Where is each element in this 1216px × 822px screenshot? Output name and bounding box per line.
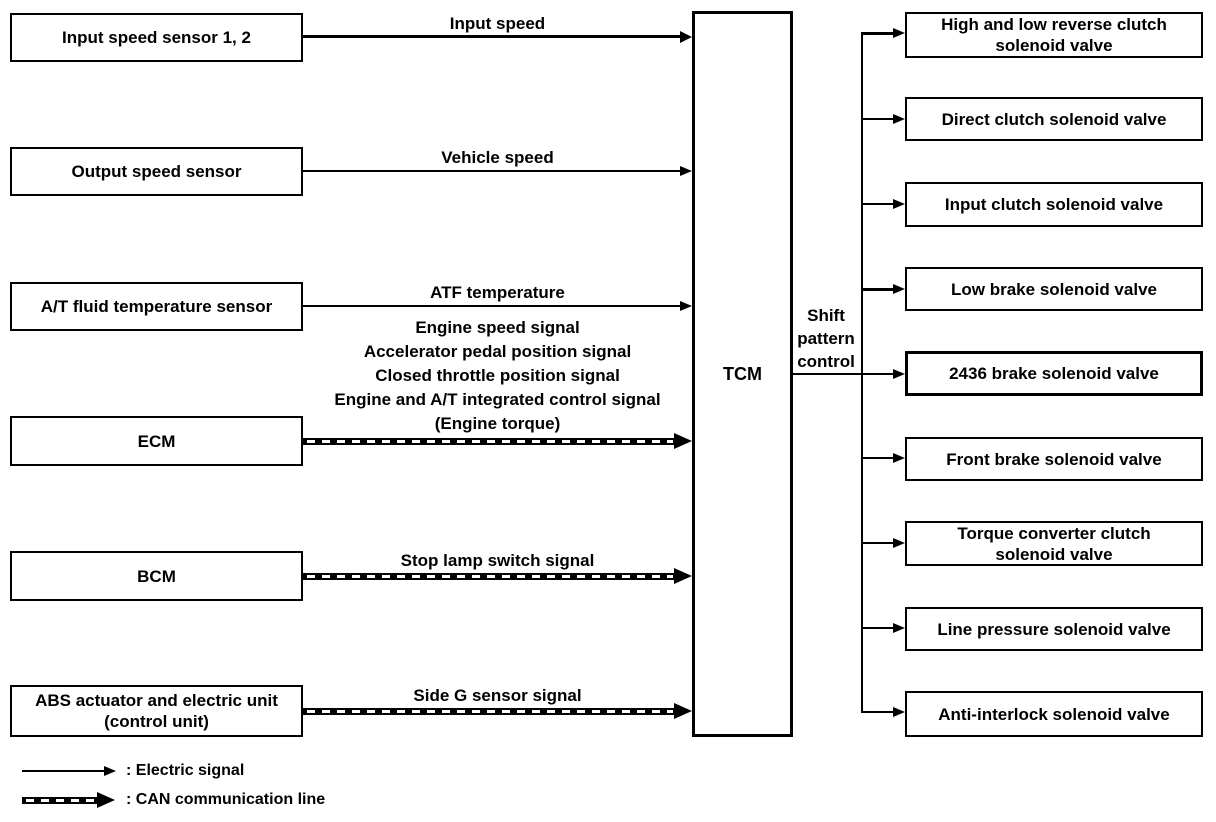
input-clutch-solenoid-box: Input clutch solenoid valve	[905, 182, 1203, 227]
tcm-label: TCM	[723, 363, 762, 384]
bcm-can-arrowhead-icon	[674, 568, 692, 584]
branch-line-4	[862, 288, 893, 291]
branch-arrowhead-3-icon	[893, 199, 905, 209]
ecm-signal-integrated-control: Engine and A/T integrated control signal	[334, 390, 661, 409]
legend-can-line	[22, 797, 97, 804]
shift-pattern-control-line2: pattern	[797, 329, 855, 348]
output-label: Front brake solenoid valve	[946, 449, 1162, 469]
bcm-label: BCM	[137, 566, 176, 586]
ecm-signal-engine-speed: Engine speed signal	[415, 318, 580, 337]
tcm-output-trunk-line	[793, 373, 863, 375]
bcm-box: BCM	[10, 551, 303, 601]
abs-can-arrowhead-icon	[674, 703, 692, 719]
output-speed-sensor-box: Output speed sensor	[10, 147, 303, 196]
side-g-sensor-signal-label: Side G sensor signal	[413, 686, 582, 705]
ecm-box: ECM	[10, 416, 303, 466]
input-speed-line	[303, 35, 681, 38]
branch-line-3	[862, 203, 893, 205]
output-label: Input clutch solenoid valve	[944, 195, 1164, 214]
branch-arrowhead-7-icon	[893, 538, 905, 548]
branch-line-2	[862, 118, 893, 120]
2436-brake-solenoid-box: 2436 brake solenoid valve	[905, 351, 1203, 396]
anti-interlock-solenoid-box: Anti-interlock solenoid valve	[905, 691, 1203, 737]
branch-line-9	[862, 711, 893, 713]
branch-arrowhead-8-icon	[893, 623, 905, 633]
output-label: Low brake solenoid valve	[951, 279, 1157, 299]
branch-arrowhead-9-icon	[893, 707, 905, 717]
output-label: Line pressure solenoid valve	[937, 619, 1171, 639]
ecm-signal-engine-torque: (Engine torque)	[434, 414, 561, 433]
branch-arrowhead-4-icon	[893, 284, 905, 294]
atf-temperature-line	[303, 305, 680, 307]
output-label: High and low reverse clutch	[941, 15, 1167, 34]
line-pressure-solenoid-box: Line pressure solenoid valve	[905, 607, 1203, 651]
output-label: Torque converter clutch	[957, 523, 1151, 543]
legend-electric-line	[22, 770, 104, 772]
vehicle-speed-line	[303, 170, 680, 172]
branch-arrowhead-2-icon	[893, 114, 905, 124]
abs-actuator-box: ABS actuator and electric unit (control …	[10, 685, 303, 737]
tcm-box: TCM	[692, 11, 793, 737]
input-speed-sensor-box: Input speed sensor 1, 2	[10, 13, 303, 62]
branch-line-6	[862, 457, 893, 459]
vehicle-speed-arrowhead-icon	[680, 166, 692, 176]
output-label: 2436 brake solenoid valve	[949, 364, 1159, 383]
at-fluid-temperature-sensor-label: A/T fluid temperature sensor	[40, 297, 273, 316]
torque-converter-clutch-solenoid-box: Torque converter clutch solenoid valve	[905, 521, 1203, 566]
branch-arrowhead-1-icon	[893, 28, 905, 38]
input-speed-arrowhead-icon	[680, 31, 692, 43]
ecm-can-arrowhead-icon	[674, 433, 692, 449]
legend-electric-label: : Electric signal	[126, 762, 245, 779]
output-speed-sensor-label: Output speed sensor	[71, 162, 242, 181]
output-label: solenoid valve	[995, 36, 1113, 55]
legend-can-arrowhead-icon	[97, 792, 115, 808]
ecm-can-line	[303, 438, 675, 445]
front-brake-solenoid-box: Front brake solenoid valve	[905, 437, 1203, 481]
ecm-signal-closed-throttle: Closed throttle position signal	[375, 366, 620, 385]
ecm-can-signal-list: Engine speed signal Accelerator pedal po…	[303, 316, 692, 436]
atf-temperature-signal-label: ATF temperature	[430, 283, 565, 302]
branch-line-5	[862, 373, 893, 375]
output-label: Anti-interlock solenoid valve	[938, 704, 1170, 724]
vehicle-speed-signal-label: Vehicle speed	[441, 148, 554, 167]
high-low-reverse-clutch-solenoid-box: High and low reverse clutch solenoid val…	[905, 12, 1203, 58]
low-brake-solenoid-box: Low brake solenoid valve	[905, 267, 1203, 311]
branch-arrowhead-5-icon	[893, 369, 905, 379]
legend-electric-arrowhead-icon	[104, 766, 116, 776]
shift-pattern-control-label: Shift pattern control	[791, 304, 861, 373]
branch-line-1	[862, 32, 893, 35]
at-fluid-temperature-sensor-box: A/T fluid temperature sensor	[10, 282, 303, 331]
abs-can-line	[303, 708, 675, 715]
branch-line-7	[862, 542, 893, 544]
input-speed-sensor-label: Input speed sensor 1, 2	[62, 28, 251, 47]
bcm-can-line	[303, 573, 675, 580]
atf-temperature-arrowhead-icon	[680, 301, 692, 311]
output-label: solenoid valve	[995, 544, 1113, 564]
ecm-label: ECM	[137, 431, 176, 451]
branch-line-8	[862, 627, 893, 629]
stop-lamp-switch-signal-label: Stop lamp switch signal	[400, 551, 595, 570]
input-speed-signal-label: Input speed	[449, 14, 546, 33]
abs-actuator-label-line1: ABS actuator and electric unit	[35, 691, 278, 710]
ecm-signal-accelerator-pedal: Accelerator pedal position signal	[363, 342, 632, 361]
shift-pattern-control-line1: Shift	[807, 306, 845, 325]
shift-pattern-control-line3: control	[797, 352, 855, 371]
direct-clutch-solenoid-box: Direct clutch solenoid valve	[905, 97, 1203, 141]
abs-actuator-label-line2: (control unit)	[104, 712, 209, 731]
branch-arrowhead-6-icon	[893, 453, 905, 463]
output-label: Direct clutch solenoid valve	[941, 109, 1167, 129]
output-distribution-line	[861, 32, 863, 713]
legend-can-label: : CAN communication line	[126, 791, 326, 808]
